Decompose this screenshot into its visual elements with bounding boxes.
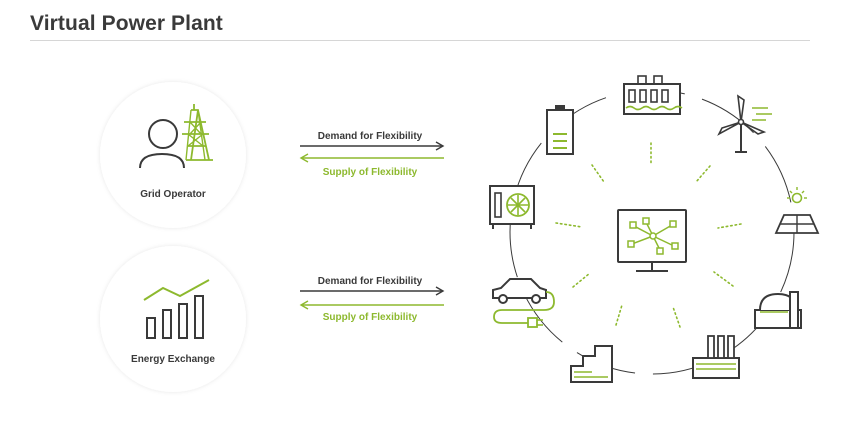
actor-energy-exchange: Energy Exchange [100,246,246,392]
grid-operator-icon [139,104,213,169]
actor-label: Grid Operator [140,189,206,200]
arrow-right-icon [435,141,445,151]
electric-car-icon [492,278,555,328]
connector-line [555,222,583,228]
radial-connectors [555,142,742,328]
connector-line [572,272,591,288]
flow-arrows-energy-exchange: Demand for Flexibility Supply of Flexibi… [299,276,445,323]
demand-label: Demand for Flexibility [318,131,423,142]
connector-line [615,304,623,326]
connector-line [695,165,711,183]
actor-circle [100,246,246,392]
connector-line [713,271,734,287]
wind-turbine-icon [717,94,772,153]
supply-label: Supply of Flexibility [323,167,418,178]
heat-pump-icon [489,185,535,229]
connector-line [717,223,742,229]
arrow-left-icon [299,300,309,310]
control-monitor-icon [617,209,687,272]
hydro-dam-icon [623,75,683,115]
connector-line [591,164,605,183]
arrow-right-icon [435,286,445,296]
actor-grid-operator: Grid Operator [100,82,246,228]
solar-panel-icon [774,187,820,234]
title-divider [30,40,810,41]
actor-label: Energy Exchange [131,354,215,365]
factory-icon [692,335,740,379]
industrial-building-icon [570,345,613,383]
page-title: Virtual Power Plant [30,12,223,35]
connector-line [672,306,681,328]
supply-label: Supply of Flexibility [323,312,418,323]
flow-arrows-grid-operator: Demand for Flexibility Supply of Flexibi… [299,131,445,178]
biogas-plant-icon [754,291,802,329]
energy-exchange-icon [143,279,210,339]
demand-label: Demand for Flexibility [318,276,423,287]
battery-icon [546,105,574,155]
arrow-left-icon [299,153,309,163]
